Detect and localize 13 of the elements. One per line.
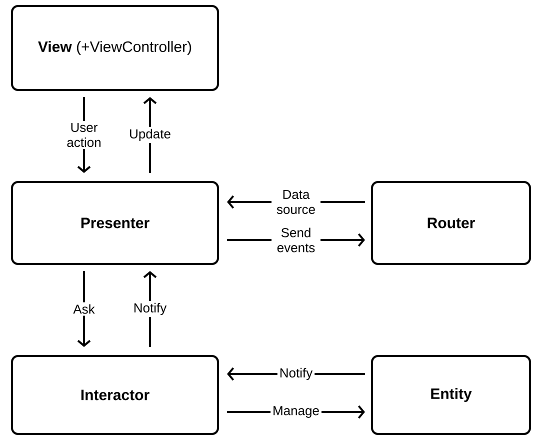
component-box: Entity (371, 355, 531, 435)
component-box: Interactor (11, 355, 219, 435)
edge-label: Notify (131, 300, 169, 318)
edge-label: Data source (272, 188, 320, 216)
edge-label: Ask (71, 302, 97, 316)
edge-label: User action (62, 120, 106, 150)
edge-label: Notify (277, 366, 315, 382)
component-box: View (+ViewController) (11, 5, 219, 91)
edge-label: Send events (272, 226, 320, 254)
edge-label: Manage (270, 404, 322, 420)
component-box: Presenter (11, 181, 219, 265)
component-box: Router (371, 181, 531, 265)
edge-label: Update (127, 126, 173, 144)
